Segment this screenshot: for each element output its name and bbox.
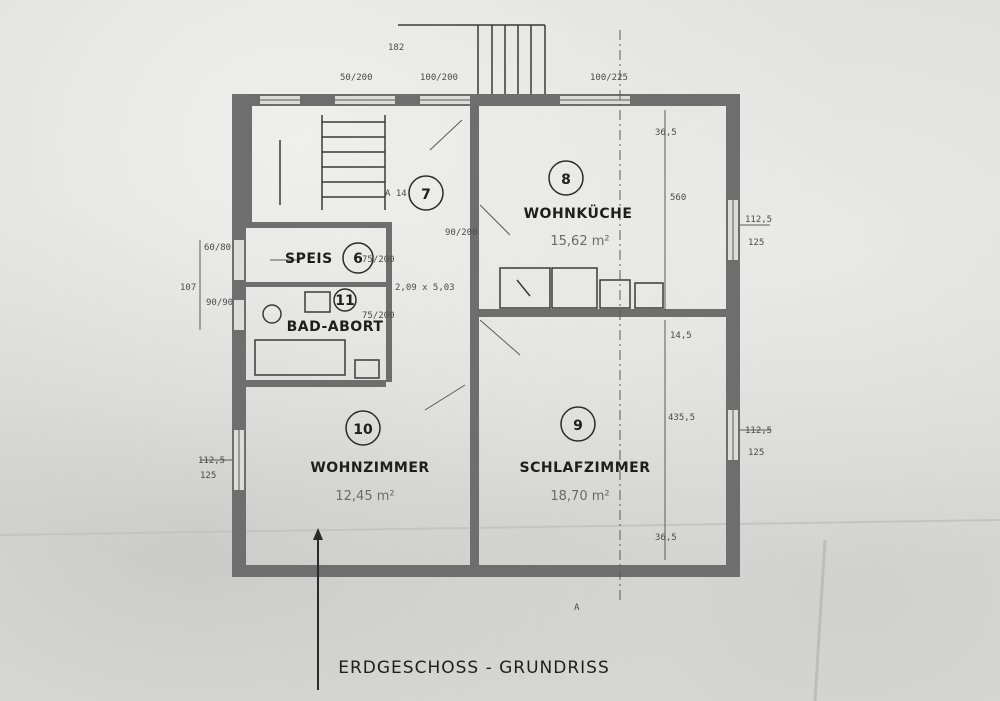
room-area-wohnzimmer: 12,45 m² [335, 489, 394, 504]
room-number-circles [333, 160, 596, 446]
room-name-wohnkueche: WOHNKÜCHE [524, 204, 633, 222]
room-number-7: 7 [421, 187, 431, 203]
dimension-lines [199, 110, 770, 560]
paper-fold-line [0, 519, 1000, 536]
dim-window-right-a2: 125 [748, 238, 764, 248]
dim-right-560: 560 [670, 193, 686, 203]
room-name-bad-abort: BAD-ABORT [287, 319, 384, 335]
dim-top-d: 100/225 [590, 73, 628, 83]
dim-hall-door: 90/200 [445, 228, 478, 238]
bathroom-fixtures [254, 291, 380, 379]
dim-top-a: 182 [388, 43, 404, 53]
room-area-schlafzimmer: 18,70 m² [550, 489, 609, 504]
dim-top-b: 50/200 [340, 73, 373, 83]
kitchen-counter [499, 267, 664, 309]
drawing-title: ERDGESCHOSS - GRUNDRISS [338, 658, 610, 678]
staircase [279, 115, 386, 210]
room-area-wohnkueche: 15,62 m² [550, 234, 609, 249]
dim-window-right-b2: 125 [748, 448, 764, 458]
dim-left-window2: 125 [200, 471, 216, 481]
paper-crease [813, 539, 827, 701]
section-mark-bottom: A [574, 603, 580, 613]
room-number-8: 8 [561, 172, 571, 188]
dim-left-window: 112,5 [198, 456, 225, 466]
stair-note: A 14 [385, 189, 407, 199]
room-number-9: 9 [573, 418, 583, 434]
dim-wall-right-top: 36,5 [655, 128, 677, 138]
dim-speis-door: 75/200 [362, 255, 395, 265]
room-number-11: 11 [335, 293, 354, 309]
dim-left-b: 107 [180, 283, 196, 293]
window-lines [238, 99, 734, 490]
dim-right-mid-b: 435,5 [668, 413, 695, 423]
dim-bad-door: 75/200 [362, 311, 395, 321]
room-number-6: 6 [353, 251, 363, 267]
door-swings [270, 119, 521, 411]
dim-left-a: 60/80 [204, 243, 231, 253]
room-name-wohnzimmer: WOHNZIMMER [310, 460, 429, 476]
dim-window-right-b: 112,5 [745, 426, 772, 436]
entrance-arrow [313, 528, 323, 690]
dim-right-bottom: 36,5 [655, 533, 677, 543]
room-number-10: 10 [353, 422, 373, 438]
dim-top-c: 100/200 [420, 73, 458, 83]
interior-walls [246, 106, 726, 566]
hall-note: 2,09 x 5,03 [395, 283, 455, 293]
dim-window-right-a: 112,5 [745, 215, 772, 225]
dim-left-c: 90/90 [206, 298, 233, 308]
room-name-speis: SPEIS [285, 251, 333, 267]
dim-right-mid-a: 14,5 [670, 331, 692, 341]
room-name-schlafzimmer: SCHLAFZIMMER [520, 460, 651, 476]
entrance-stair [398, 24, 546, 94]
